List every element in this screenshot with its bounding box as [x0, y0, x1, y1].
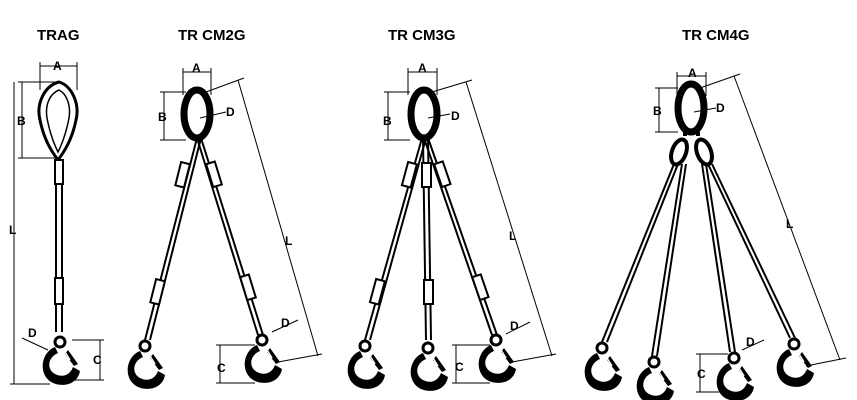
cm2g-sling — [126, 68, 323, 391]
dim-label-a: A — [418, 61, 427, 75]
dim-label-d: D — [746, 335, 755, 349]
dim-label-c: C — [455, 360, 464, 374]
dim-label-c: C — [697, 367, 706, 381]
dim-label-l: L — [786, 217, 793, 231]
title-tr-cm3g: TR CM3G — [388, 27, 456, 44]
dim-label-b: B — [383, 114, 392, 128]
dim-label-b: B — [158, 110, 167, 124]
cm3g-sling — [346, 68, 557, 393]
title-tr-cm4g: TR CM4G — [682, 27, 750, 44]
dim-label-l: L — [9, 223, 16, 237]
dim-label-l: L — [285, 234, 292, 248]
dim-label-d: D — [716, 101, 725, 115]
dim-label-b: B — [653, 104, 662, 118]
dim-label-b: B — [17, 114, 26, 128]
dim-label-c: C — [93, 353, 102, 367]
dim-label-c: C — [217, 361, 226, 375]
title-tr-cm2g: TR CM2G — [178, 27, 246, 44]
dim-label-d: D — [451, 109, 460, 123]
dim-label-d: D — [281, 316, 290, 330]
cm4g-sling — [583, 72, 847, 400]
dim-label-d: D — [510, 319, 519, 333]
dim-label-a: A — [688, 66, 697, 80]
dim-label-d: D — [28, 326, 37, 340]
trag-sling — [10, 62, 104, 387]
dim-label-d: D — [226, 105, 235, 119]
dim-label-a: A — [53, 59, 62, 73]
dim-label-l: L — [509, 229, 516, 243]
dim-label-a: A — [192, 61, 201, 75]
title-trag: TRAG — [37, 27, 80, 44]
